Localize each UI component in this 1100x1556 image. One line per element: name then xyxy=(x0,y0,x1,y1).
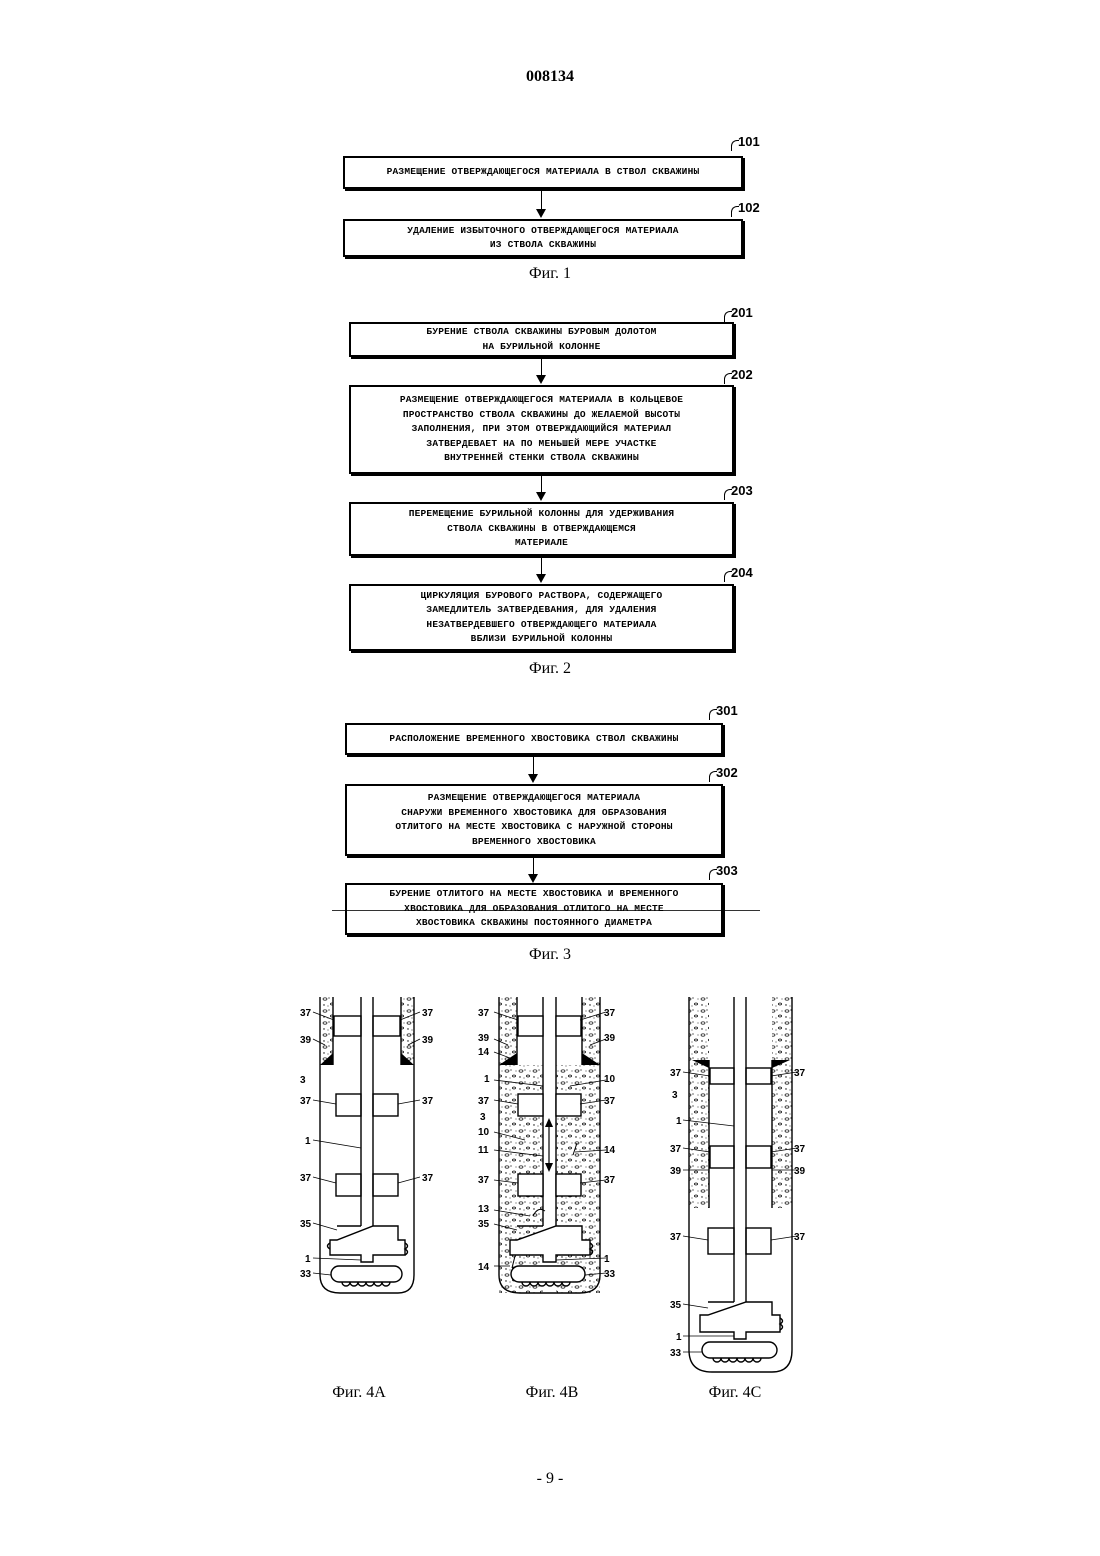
label-39: 39 xyxy=(670,1166,682,1177)
label-33: 33 xyxy=(670,1348,682,1359)
label-39: 39 xyxy=(422,1035,434,1046)
label-37: 37 xyxy=(300,1008,312,1019)
label-37: 37 xyxy=(478,1175,490,1186)
label-39: 39 xyxy=(794,1166,806,1177)
label-1: 1 xyxy=(676,1332,682,1343)
label-11: 11 xyxy=(478,1145,489,1156)
label-13: 13 xyxy=(478,1204,490,1215)
label-37: 37 xyxy=(478,1008,490,1019)
label-10: 10 xyxy=(478,1127,490,1138)
label-37: 37 xyxy=(604,1096,616,1107)
label-37: 37 xyxy=(794,1144,806,1155)
label-33: 33 xyxy=(300,1269,312,1280)
label-14: 14 xyxy=(478,1262,490,1273)
label-3: 3 xyxy=(480,1112,486,1123)
label-14: 14 xyxy=(478,1047,490,1058)
label-37: 37 xyxy=(794,1068,806,1079)
label-35: 35 xyxy=(670,1300,682,1311)
label-3: 3 xyxy=(672,1090,678,1101)
label-39: 39 xyxy=(300,1035,312,1046)
label-37: 37 xyxy=(422,1173,434,1184)
label-39: 39 xyxy=(478,1033,490,1044)
label-35: 35 xyxy=(478,1219,490,1230)
label-3: 3 xyxy=(300,1075,306,1086)
label-14: 14 xyxy=(604,1145,616,1156)
label-1: 1 xyxy=(484,1074,490,1085)
label-39: 39 xyxy=(604,1033,616,1044)
label-37: 37 xyxy=(422,1008,434,1019)
label-1: 1 xyxy=(604,1254,610,1265)
label-1: 1 xyxy=(305,1136,311,1147)
label-37: 37 xyxy=(478,1096,490,1107)
figure-caption-4a: Фиг. 4A xyxy=(299,1384,419,1402)
label-1: 1 xyxy=(676,1116,682,1127)
label-33: 33 xyxy=(604,1269,616,1280)
label-1: 1 xyxy=(305,1254,311,1265)
label-37: 37 xyxy=(794,1232,806,1243)
label-37: 37 xyxy=(670,1232,682,1243)
page-number: - 9 - xyxy=(0,1470,1100,1488)
label-37: 37 xyxy=(422,1096,434,1107)
label-37: 37 xyxy=(604,1008,616,1019)
label-37: 37 xyxy=(670,1068,682,1079)
label-37: 37 xyxy=(300,1173,312,1184)
figure-4a-drawing xyxy=(313,997,420,1293)
figure-caption-4b: Фиг. 4B xyxy=(492,1384,612,1402)
label-10: 10 xyxy=(604,1074,616,1085)
label-37: 37 xyxy=(300,1096,312,1107)
label-35: 35 xyxy=(300,1219,312,1230)
figure-4b-drawing xyxy=(494,997,606,1293)
label-37: 37 xyxy=(604,1175,616,1186)
label-37: 37 xyxy=(670,1144,682,1155)
figure-caption-4c: Фиг. 4C xyxy=(675,1384,795,1402)
figure-4c-drawing xyxy=(683,997,797,1372)
